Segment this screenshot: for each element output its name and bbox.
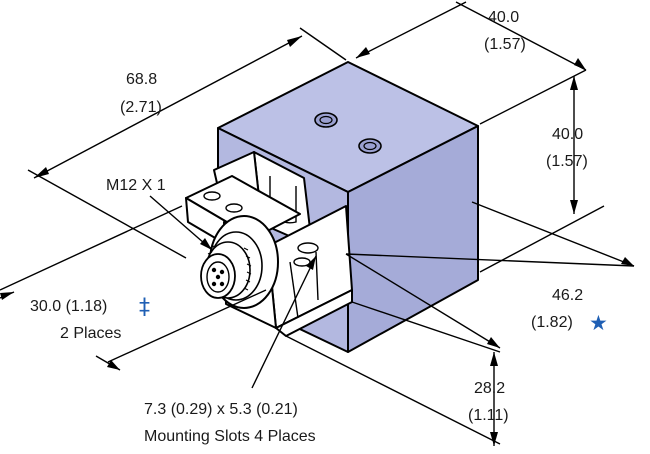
m12-connector <box>200 215 279 309</box>
base-label: 28.2 <box>474 380 505 397</box>
overall-label: 46.2 <box>552 287 583 304</box>
height-inch-label: (1.57) <box>546 153 588 170</box>
length-inch-label: (2.71) <box>120 99 162 116</box>
height-label: 40.0 <box>552 126 583 143</box>
thread-label: M12 X 1 <box>106 177 166 194</box>
slots-size-label: 7.3 (0.29) x 5.3 (0.21) <box>144 401 298 418</box>
overall-inch-label: (1.82) <box>531 314 573 331</box>
slots-desc-label: Mounting Slots 4 Places <box>144 428 316 445</box>
top-screw-holes <box>314 112 382 154</box>
top-width-inch-label: (1.57) <box>484 36 526 53</box>
spacing-places-label: 2 Places <box>60 325 121 342</box>
top-width-label: 40.0 <box>488 9 519 26</box>
length-label: 68.8 <box>126 71 157 88</box>
star-symbol: ★ <box>589 311 608 335</box>
double-dagger-symbol: ‡ <box>139 295 150 320</box>
dimension-lines <box>0 1 635 446</box>
spacing-label: 30.0 (1.18) <box>30 298 107 315</box>
base-inch-label: (1.11) <box>468 407 509 424</box>
dimension-labels: 40.0 (1.57) 68.8 (2.71) 40.0 (1.57) M12 … <box>30 9 608 445</box>
